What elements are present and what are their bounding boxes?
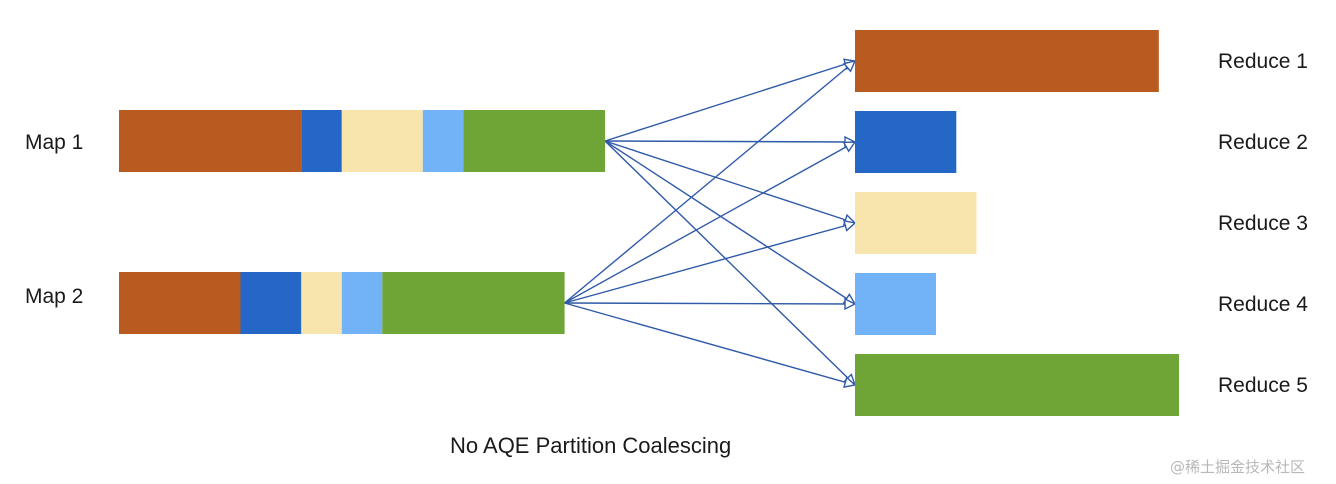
map-outputs <box>119 110 606 334</box>
map-2-partition-3 <box>301 272 342 334</box>
arrow-map-1-to-reduce-5 <box>604 140 855 385</box>
reduce-inputs <box>855 30 1179 416</box>
reduce-1-label: Reduce 1 <box>1218 50 1308 73</box>
map-2-partition-2 <box>240 272 302 334</box>
reduce-1-bar <box>855 30 1159 92</box>
reduce-3-bar <box>855 192 977 254</box>
arrow-map-1-to-reduce-3 <box>604 140 855 223</box>
map-1-partition-5 <box>463 110 606 172</box>
diagram-caption: No AQE Partition Coalescing <box>450 433 731 458</box>
arrow-map-2-to-reduce-4 <box>564 303 856 304</box>
arrow-map-1-to-reduce-2 <box>604 141 855 142</box>
reduce-5-label: Reduce 5 <box>1218 374 1308 397</box>
reduce-3-label: Reduce 3 <box>1218 212 1308 235</box>
shuffle-arrows <box>564 61 856 385</box>
map-1-partition-1 <box>119 110 302 172</box>
map-1-partition-2 <box>301 110 342 172</box>
map-2-label: Map 2 <box>25 285 83 308</box>
arrow-map-1-to-reduce-4 <box>604 140 855 304</box>
arrow-map-2-to-reduce-3 <box>564 223 856 304</box>
map-2-partition-4 <box>341 272 383 334</box>
arrow-map-2-to-reduce-5 <box>564 302 856 385</box>
map-2-partition-1 <box>119 272 241 334</box>
arrow-map-1-to-reduce-1 <box>604 61 855 142</box>
map-1-label: Map 1 <box>25 131 83 154</box>
reduce-4-bar <box>855 273 936 335</box>
reduce-2-label: Reduce 2 <box>1218 131 1308 154</box>
map-1-partition-3 <box>341 110 423 172</box>
arrow-map-2-to-reduce-2 <box>564 142 856 304</box>
map-1-partition-4 <box>422 110 464 172</box>
reduce-5-bar <box>855 354 1179 416</box>
watermark: @稀土掘金技术社区 <box>1170 458 1305 476</box>
reduce-4-label: Reduce 4 <box>1218 293 1308 316</box>
map-2-partition-5 <box>382 272 565 334</box>
reduce-2-bar <box>855 111 957 173</box>
arrow-map-2-to-reduce-1 <box>564 61 856 304</box>
